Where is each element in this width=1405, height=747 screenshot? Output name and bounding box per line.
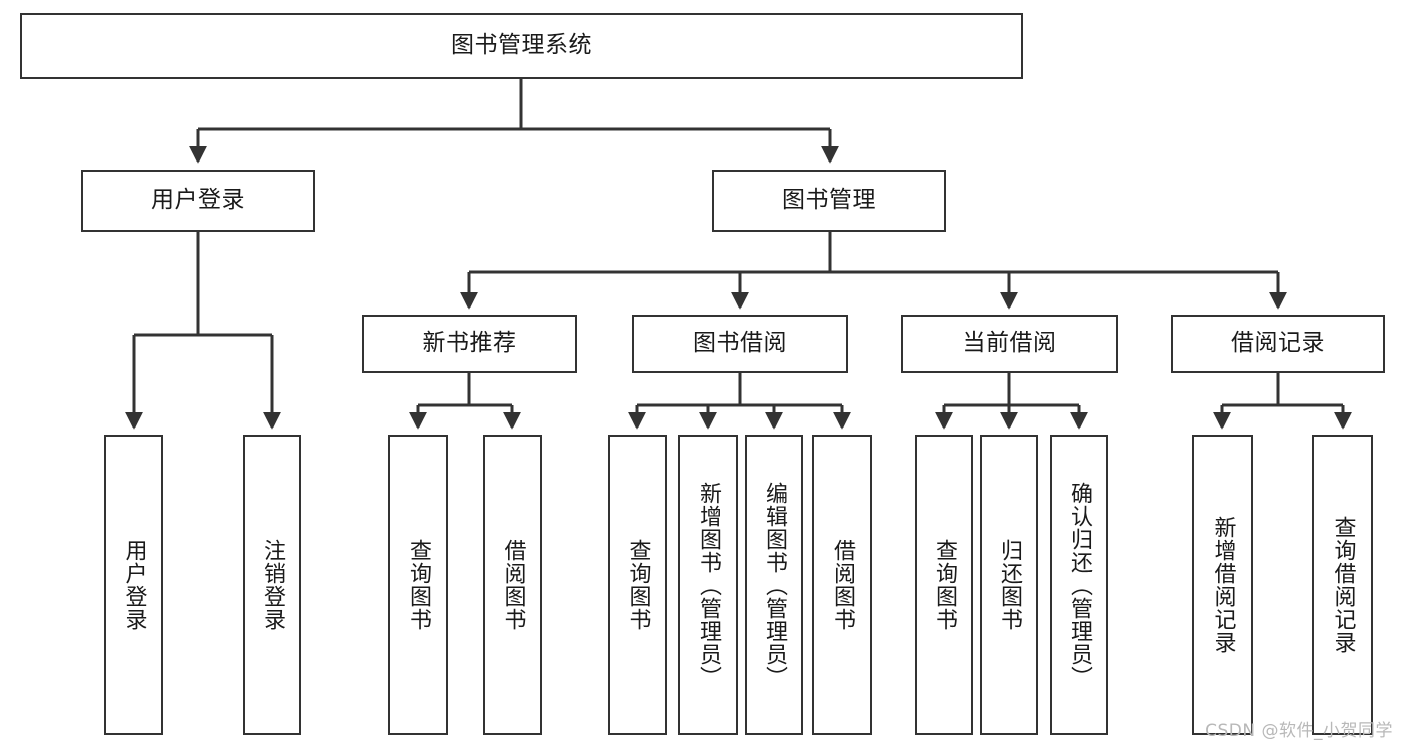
node-leaf-confirm-return[interactable]: 确认归还（管理员）	[1050, 435, 1108, 735]
node-leaf-user-login[interactable]: 用户登录	[104, 435, 163, 735]
node-root-label: 图书管理系统	[451, 32, 592, 59]
node-leaf-edit-book[interactable]: 编辑图书（管理员）	[745, 435, 803, 735]
node-book-manage-label: 图书管理	[782, 187, 876, 214]
node-leaf-query-book-1[interactable]: 查询图书	[388, 435, 448, 735]
node-leaf-user-login-label: 用户登录	[121, 539, 147, 631]
node-leaf-add-record-label: 新增借阅记录	[1210, 516, 1236, 654]
node-leaf-borrow-book-1[interactable]: 借阅图书	[483, 435, 542, 735]
node-book-borrow[interactable]: 图书借阅	[632, 315, 848, 373]
node-leaf-logout[interactable]: 注销登录	[243, 435, 301, 735]
node-user-login-label: 用户登录	[151, 187, 245, 214]
node-leaf-add-record[interactable]: 新增借阅记录	[1192, 435, 1253, 735]
node-leaf-query-book-3-label: 查询图书	[931, 539, 957, 631]
node-user-login[interactable]: 用户登录	[81, 170, 315, 232]
node-leaf-query-record[interactable]: 查询借阅记录	[1312, 435, 1373, 735]
node-new-book-recommend[interactable]: 新书推荐	[362, 315, 577, 373]
node-current-borrow-label: 当前借阅	[962, 330, 1057, 357]
node-leaf-query-book-2[interactable]: 查询图书	[608, 435, 667, 735]
node-book-manage[interactable]: 图书管理	[712, 170, 946, 232]
node-leaf-borrow-book-2[interactable]: 借阅图书	[812, 435, 872, 735]
node-leaf-return-book[interactable]: 归还图书	[980, 435, 1038, 735]
node-leaf-borrow-book-1-label: 借阅图书	[500, 539, 526, 631]
node-leaf-borrow-book-2-label: 借阅图书	[829, 539, 855, 631]
node-current-borrow[interactable]: 当前借阅	[901, 315, 1118, 373]
node-new-book-recommend-label: 新书推荐	[422, 330, 517, 357]
node-borrow-record-label: 借阅记录	[1231, 330, 1325, 357]
node-book-borrow-label: 图书借阅	[693, 330, 787, 357]
node-root[interactable]: 图书管理系统	[20, 13, 1023, 79]
node-leaf-confirm-return-label: 确认归还（管理员）	[1066, 481, 1092, 689]
watermark-text: CSDN @软件_小贺同学	[1205, 721, 1393, 741]
node-leaf-logout-label: 注销登录	[259, 539, 285, 631]
node-leaf-query-record-label: 查询借阅记录	[1330, 516, 1356, 654]
node-leaf-query-book-1-label: 查询图书	[405, 539, 431, 631]
node-leaf-query-book-3[interactable]: 查询图书	[915, 435, 973, 735]
node-leaf-query-book-2-label: 查询图书	[625, 539, 651, 631]
node-borrow-record[interactable]: 借阅记录	[1171, 315, 1385, 373]
node-leaf-add-book-label: 新增图书（管理员）	[695, 481, 721, 689]
node-leaf-return-book-label: 归还图书	[996, 539, 1022, 631]
node-leaf-edit-book-label: 编辑图书（管理员）	[761, 481, 787, 689]
node-leaf-add-book[interactable]: 新增图书（管理员）	[678, 435, 738, 735]
